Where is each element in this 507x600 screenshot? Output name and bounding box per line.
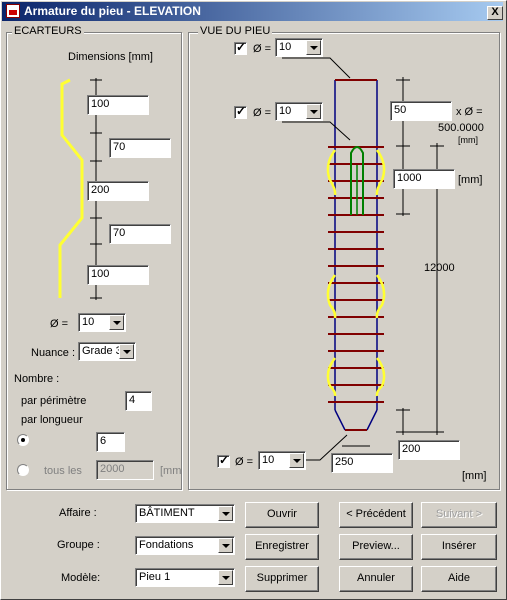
vue-group bbox=[188, 32, 500, 490]
top-phi-select[interactable]: 10 bbox=[275, 38, 323, 57]
affaire-label: Affaire : bbox=[59, 507, 97, 519]
tous-les-input[interactable]: 2000 bbox=[96, 460, 154, 480]
chevron-down-icon[interactable] bbox=[218, 570, 233, 585]
dim-input-1[interactable]: 100 bbox=[87, 95, 149, 115]
mid-bar-checkbox[interactable] bbox=[234, 104, 247, 119]
inserer-button[interactable]: Insérer bbox=[421, 534, 497, 560]
drawing-unit: [mm] bbox=[462, 470, 487, 482]
tous-les-label: tous les bbox=[44, 465, 82, 477]
ouvrir-button[interactable]: Ouvrir bbox=[245, 502, 319, 528]
longueur-input[interactable]: 6 bbox=[96, 432, 125, 452]
ecarteurs-phi-select[interactable]: 10 bbox=[78, 313, 126, 332]
total-length-label: 12000 bbox=[424, 262, 455, 274]
modele-select[interactable]: Pieu 1 bbox=[135, 568, 235, 587]
bottom-bar-checkbox[interactable] bbox=[217, 453, 230, 468]
perimetre-input[interactable]: 4 bbox=[125, 391, 152, 411]
radio-par-longueur[interactable] bbox=[17, 434, 29, 446]
groupe-select[interactable]: Fondations bbox=[135, 536, 235, 555]
tous-les-unit: [mm bbox=[160, 465, 182, 477]
chevron-down-icon[interactable] bbox=[306, 40, 321, 55]
top-phi-label: Ø = bbox=[253, 43, 272, 55]
enregistrer-button[interactable]: Enregistrer bbox=[245, 534, 319, 560]
ecarteurs-group-label: ECARTEURS bbox=[12, 25, 84, 37]
dim-input-2[interactable]: 70 bbox=[109, 138, 171, 158]
chevron-down-icon[interactable] bbox=[109, 315, 124, 330]
bottom-width-input[interactable]: 250 bbox=[331, 453, 393, 473]
mid-phi-select[interactable]: 10 bbox=[275, 102, 323, 121]
top-length-input[interactable]: 50 bbox=[390, 101, 452, 121]
bottom-phi-select[interactable]: 10 bbox=[258, 451, 306, 470]
chevron-down-icon[interactable] bbox=[218, 538, 233, 553]
top-bar-checkbox[interactable] bbox=[234, 40, 247, 55]
modele-label: Modèle: bbox=[61, 572, 101, 584]
affaire-value: BÂTIMENT bbox=[139, 507, 195, 519]
ecarteurs-group bbox=[6, 32, 182, 490]
close-button[interactable]: X bbox=[487, 6, 503, 20]
ecarteurs-phi-label: Ø = bbox=[50, 318, 69, 330]
ecarteurs-phi-value: 10 bbox=[82, 316, 95, 328]
mid-length-unit: [mm] bbox=[458, 174, 483, 186]
aide-button[interactable]: Aide bbox=[421, 566, 497, 592]
dim-input-3[interactable]: 200 bbox=[87, 181, 149, 201]
x-phi-value: 500.0000 bbox=[438, 122, 484, 134]
chevron-down-icon[interactable] bbox=[306, 104, 321, 119]
suivant-button[interactable]: Suivant > bbox=[421, 502, 497, 528]
chevron-down-icon[interactable] bbox=[289, 453, 304, 468]
window-title: Armature du pieu - ELEVATION bbox=[24, 4, 201, 18]
bottom-phi-value: 10 bbox=[262, 454, 275, 466]
top-phi-value: 10 bbox=[279, 41, 292, 53]
chevron-down-icon[interactable] bbox=[218, 506, 233, 521]
radio-tous-les[interactable] bbox=[17, 464, 29, 476]
vue-group-label: VUE DU PIEU bbox=[198, 25, 273, 37]
x-phi-unit: [mm] bbox=[458, 135, 478, 145]
nombre-label: Nombre : bbox=[14, 373, 60, 385]
app-icon bbox=[6, 4, 20, 18]
chevron-down-icon[interactable] bbox=[119, 344, 134, 359]
dim-input-4[interactable]: 70 bbox=[109, 224, 171, 244]
nuance-value: Grade 3 bbox=[82, 345, 122, 357]
perimetre-label: par périmètre bbox=[21, 395, 87, 407]
dim-input-5[interactable]: 100 bbox=[87, 265, 149, 285]
mid-length-input[interactable]: 1000 bbox=[393, 169, 455, 189]
bottom-length-input[interactable]: 200 bbox=[398, 440, 460, 460]
nuance-label: Nuance : bbox=[31, 347, 76, 359]
bottom-phi-label: Ø = bbox=[235, 456, 254, 468]
modele-value: Pieu 1 bbox=[139, 571, 171, 583]
affaire-select[interactable]: BÂTIMENT bbox=[135, 504, 235, 523]
mid-phi-value: 10 bbox=[279, 105, 292, 117]
preview-button[interactable]: Preview... bbox=[339, 534, 413, 560]
precedent-button[interactable]: < Précédent bbox=[339, 502, 413, 528]
title-bar[interactable]: Armature du pieu - ELEVATION X bbox=[2, 2, 503, 21]
pile-drawing bbox=[326, 79, 386, 431]
groupe-label: Groupe : bbox=[57, 539, 100, 551]
mid-phi-label: Ø = bbox=[253, 107, 272, 119]
x-phi-label: x Ø = bbox=[456, 106, 483, 118]
supprimer-button[interactable]: Supprimer bbox=[245, 566, 319, 592]
annuler-button[interactable]: Annuler bbox=[339, 566, 413, 592]
longueur-label: par longueur bbox=[21, 414, 83, 426]
groupe-value: Fondations bbox=[139, 539, 194, 551]
nuance-select[interactable]: Grade 3 bbox=[78, 342, 136, 361]
dimensions-label: Dimensions [mm] bbox=[68, 51, 153, 63]
spacer-shape bbox=[58, 78, 84, 298]
